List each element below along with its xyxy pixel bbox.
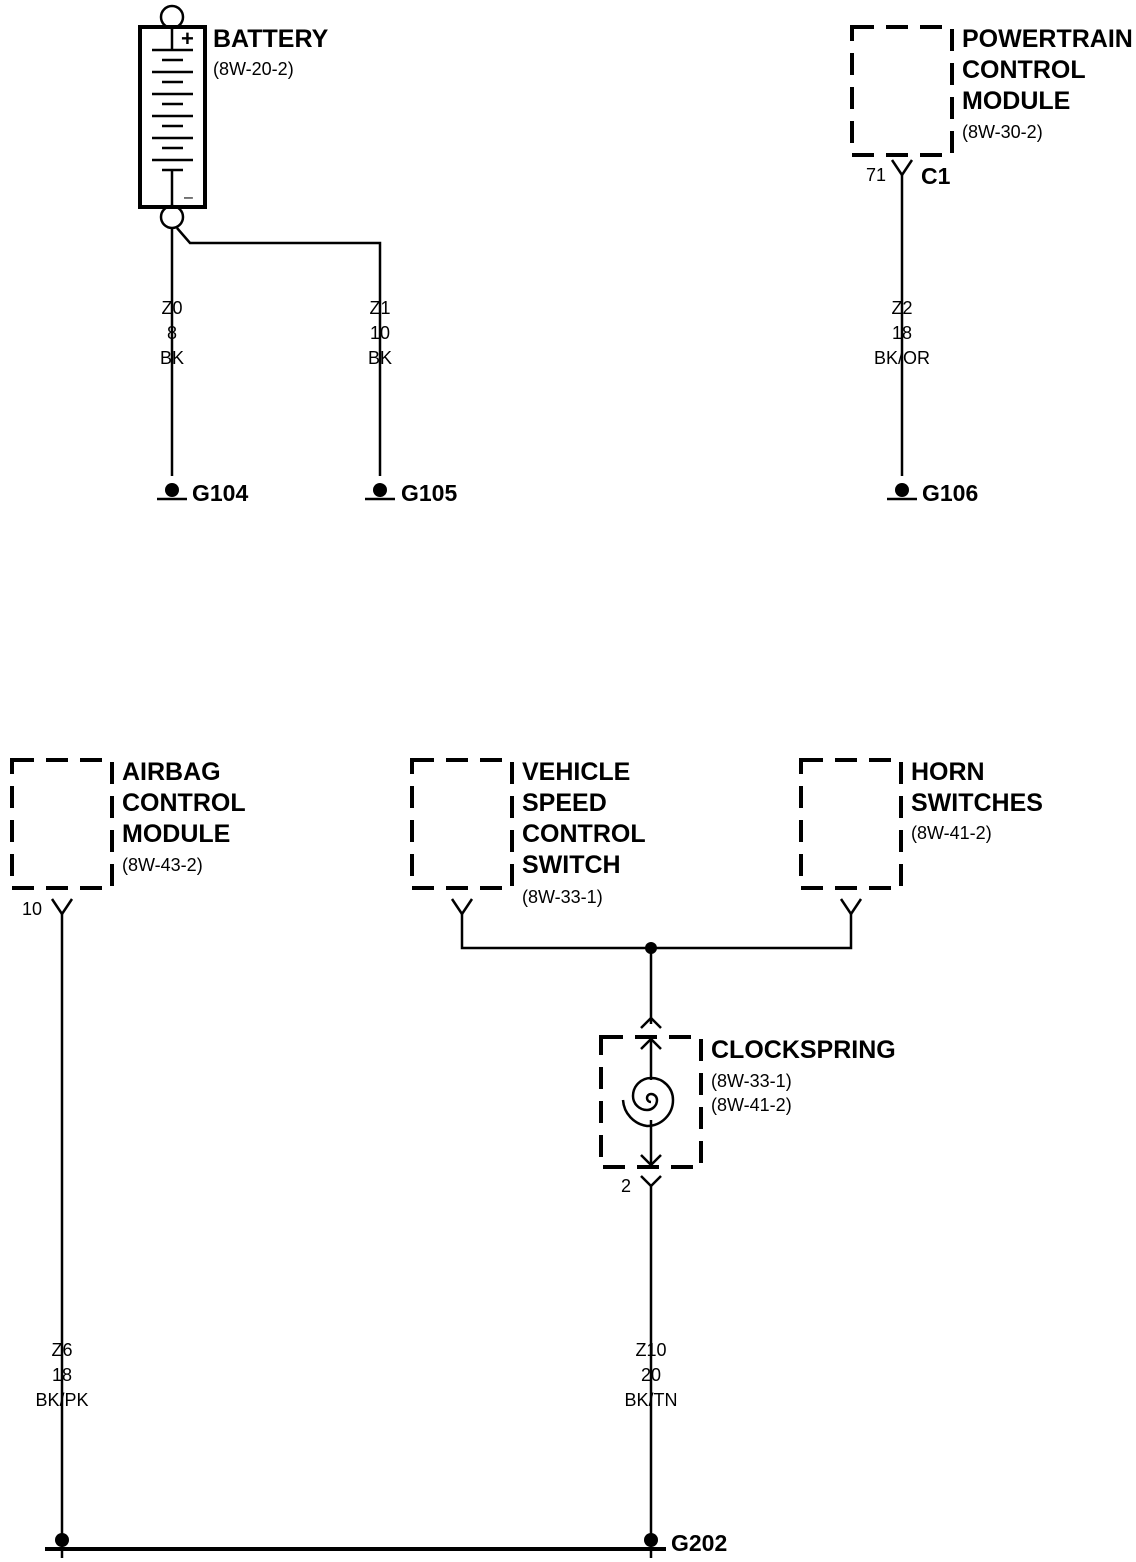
wire-gauge: 18	[52, 1365, 72, 1385]
ground-label: G104	[192, 480, 248, 506]
vscs-connector-pin	[450, 898, 474, 917]
pcm-connector-id: C1	[921, 163, 951, 189]
ground-label: G106	[922, 480, 978, 506]
ground-g105: G105	[365, 480, 457, 506]
ground-symbol	[895, 483, 909, 497]
wire-label-z0: Z0 8 BK	[160, 298, 184, 368]
acm-dashed-box	[10, 758, 114, 890]
vehicle-speed-control-switch: VEHICLE SPEED CONTROL SWITCH (8W-33-1)	[410, 758, 646, 917]
wire-color: BK	[368, 348, 392, 368]
clockspring-coil	[621, 1076, 675, 1128]
wire-gauge: 20	[641, 1365, 661, 1385]
clockspring: CLOCKSPRING (8W-33-1) (8W-41-2) 2	[599, 1016, 896, 1196]
wire-gauge: 18	[892, 323, 912, 343]
battery-title: BATTERY	[213, 25, 329, 53]
pcm-title-line-1: POWERTRAIN	[962, 25, 1133, 53]
horn-title-line-2: SWITCHES	[911, 789, 1043, 817]
wire-color: BK/OR	[874, 348, 930, 368]
pcm-connector-pin	[890, 159, 914, 178]
clockspring-title: CLOCKSPRING	[711, 1036, 896, 1064]
acm-title-line-2: CONTROL	[122, 789, 246, 817]
horn-ref: (8W-41-2)	[911, 823, 992, 843]
wire-circuit: Z2	[891, 298, 912, 318]
horn-title-line-1: HORN	[911, 758, 985, 786]
battery-ref: (8W-20-2)	[213, 59, 294, 79]
wire-color: BK/TN	[624, 1390, 677, 1410]
wire-circuit: Z6	[51, 1340, 72, 1360]
ground-g106: G106	[887, 480, 978, 506]
acm-pin-number: 10	[22, 899, 42, 919]
vscs-dashed-box	[410, 758, 514, 890]
wire-label-z10: Z10 20 BK/TN	[624, 1340, 677, 1410]
ground-g104: G104	[157, 480, 248, 506]
ground-symbol-left	[55, 1533, 69, 1547]
wire-circuit: Z10	[635, 1340, 666, 1360]
battery-cells	[152, 29, 193, 205]
battery: + – BATTERY (8W-20-2)	[138, 4, 329, 230]
airbag-control-module: AIRBAG CONTROL MODULE (8W-43-2) 10	[10, 758, 246, 919]
ground-symbol	[373, 483, 387, 497]
wire-label-z6: Z6 18 BK/PK	[35, 1340, 88, 1410]
pcm-pin-number: 71	[866, 165, 886, 185]
clockspring-bottom-connector	[640, 1175, 662, 1188]
wire-gauge: 10	[370, 323, 390, 343]
battery-wires	[170, 227, 382, 476]
powertrain-control-module: POWERTRAIN CONTROL MODULE (8W-30-2) 71 C…	[850, 25, 1133, 189]
horn-connector-pin	[839, 898, 863, 917]
vscs-title-line-3: CONTROL	[522, 820, 646, 848]
acm-title-line-1: AIRBAG	[122, 758, 221, 786]
clockspring-pin-number: 2	[621, 1176, 631, 1196]
wire-color: BK	[160, 348, 184, 368]
clockspring-ref-1: (8W-33-1)	[711, 1071, 792, 1091]
pcm-title-line-3: MODULE	[962, 87, 1070, 115]
ground-label: G202	[671, 1530, 727, 1556]
battery-plus-sign: +	[181, 26, 194, 51]
battery-minus-sign: –	[184, 189, 193, 206]
vscs-title-line-2: SPEED	[522, 789, 607, 817]
ground-symbol	[644, 1533, 658, 1547]
vscs-title-line-1: VEHICLE	[522, 758, 630, 786]
clockspring-ref-2: (8W-41-2)	[711, 1095, 792, 1115]
wire-circuit: Z0	[161, 298, 182, 318]
acm-title-line-3: MODULE	[122, 820, 230, 848]
pcm-ref: (8W-30-2)	[962, 122, 1043, 142]
wire-label-z1: Z1 10 BK	[368, 298, 392, 368]
acm-connector-pin	[50, 898, 74, 917]
ground-label: G105	[401, 480, 457, 506]
wire-label-z2: Z2 18 BK/OR	[874, 298, 930, 368]
pcm-title-line-2: CONTROL	[962, 56, 1086, 84]
clockspring-dashed-box	[599, 1035, 703, 1169]
battery-positive-terminal	[159, 4, 185, 30]
horn-switches: HORN SWITCHES (8W-41-2)	[799, 758, 1043, 917]
wire-gauge: 8	[167, 323, 177, 343]
clockspring-top-connector	[640, 1016, 662, 1029]
vscs-ref: (8W-33-1)	[522, 887, 603, 907]
wire-color: BK/PK	[35, 1390, 88, 1410]
splice-wires	[460, 914, 853, 1024]
horn-dashed-box	[799, 758, 903, 890]
ground-symbol	[165, 483, 179, 497]
vscs-title-line-4: SWITCH	[522, 851, 621, 879]
acm-ref: (8W-43-2)	[122, 855, 203, 875]
ground-g202: G202	[45, 1530, 727, 1556]
battery-negative-terminal	[159, 204, 185, 230]
wire-circuit: Z1	[369, 298, 390, 318]
pcm-dashed-box	[850, 25, 954, 157]
